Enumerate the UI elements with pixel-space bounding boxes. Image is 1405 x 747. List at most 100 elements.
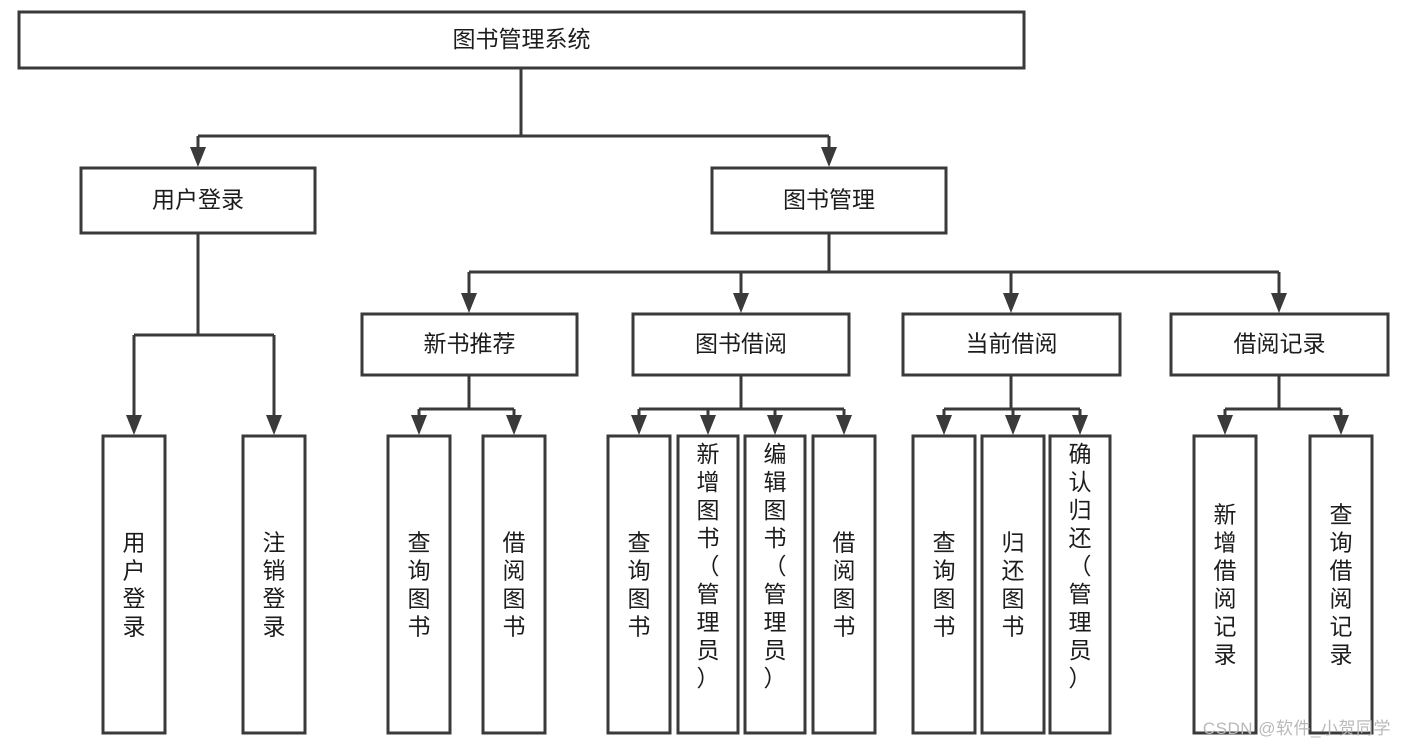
node-label-char: 管 <box>697 581 720 607</box>
node-level3-3[interactable]: 借阅记录 <box>1169 312 1390 377</box>
node-box[interactable] <box>710 166 948 235</box>
node-box[interactable] <box>811 434 877 735</box>
node-box[interactable] <box>386 434 452 735</box>
node-label-char: 辑 <box>764 469 787 495</box>
node-box[interactable] <box>101 434 167 735</box>
node-label-char: 借 <box>503 530 526 556</box>
node-box[interactable] <box>901 312 1122 377</box>
node-label-char: 录 <box>1330 642 1353 668</box>
node-label-char: 查 <box>408 530 431 556</box>
node-label-char: 书 <box>833 614 856 640</box>
node-label-char: 理 <box>764 609 787 635</box>
arrow-head <box>733 293 749 313</box>
node-label-char: 归 <box>1002 530 1025 556</box>
arrow-head <box>631 415 647 435</box>
node-label-char: 理 <box>1069 609 1092 635</box>
node-label-char: ） <box>697 665 720 691</box>
connector-layer <box>126 68 1349 435</box>
node-box[interactable] <box>241 434 307 735</box>
node-label-char: 销 <box>263 558 286 584</box>
node-label-char: 图 <box>764 497 787 523</box>
node-label-char: 归 <box>1069 497 1092 523</box>
node-label-char: 用 <box>123 530 146 556</box>
node-box[interactable] <box>1169 312 1390 377</box>
node-label-char: 查 <box>628 530 651 556</box>
arrow-head <box>1005 415 1021 435</box>
node-box[interactable] <box>743 434 807 735</box>
node-label-char: 还 <box>1069 525 1092 551</box>
node-label-char: 记 <box>1330 614 1353 640</box>
node-label-char: 新 <box>1214 502 1237 528</box>
node-label-char: 图 <box>503 586 526 612</box>
node-level3-0[interactable]: 新书推荐 <box>360 312 579 377</box>
node-box[interactable] <box>17 10 1026 70</box>
node-box[interactable] <box>606 434 672 735</box>
node-label: 用户登录 <box>152 187 244 213</box>
node-box[interactable] <box>980 434 1046 735</box>
node-label-char: 注 <box>263 530 286 556</box>
node-label-char: ） <box>764 665 787 691</box>
node-box[interactable] <box>1048 434 1112 735</box>
node-label-char: 书 <box>503 614 526 640</box>
node-label-char: 书 <box>697 525 720 551</box>
node-label-char: 还 <box>1002 558 1025 584</box>
node-label-char: 理 <box>697 609 720 635</box>
arrow-head <box>700 415 716 435</box>
node-label-char: 员 <box>697 637 720 663</box>
node-label-char: 询 <box>628 558 651 584</box>
node-level3-2[interactable]: 当前借阅 <box>901 312 1122 377</box>
csdn-watermark: CSDN @软件_小贺同学 <box>1202 719 1391 738</box>
node-box[interactable] <box>911 434 977 735</box>
node-label-char: 增 <box>1214 530 1237 556</box>
node-level2-0[interactable]: 用户登录 <box>79 166 317 235</box>
arrow-head <box>821 147 837 167</box>
node-label: 图书借阅 <box>695 331 787 357</box>
node-label-char: 户 <box>123 558 146 584</box>
node-root-0[interactable]: 图书管理系统 <box>17 10 1026 70</box>
node-level2-1[interactable]: 图书管理 <box>710 166 948 235</box>
node-label-char: 登 <box>263 586 286 612</box>
arrow-head <box>1271 293 1287 313</box>
node-label-char: 查 <box>1330 502 1353 528</box>
node-box[interactable] <box>1192 434 1258 735</box>
node-box[interactable] <box>79 166 317 235</box>
arrow-head <box>767 415 783 435</box>
node-box[interactable] <box>631 312 851 377</box>
node-label-char: 询 <box>1330 530 1353 556</box>
node-label: 新书推荐 <box>424 331 516 357</box>
node-label-char: 员 <box>1069 637 1092 663</box>
node-label-char: 登 <box>123 586 146 612</box>
node-box[interactable] <box>676 434 740 735</box>
arrow-head <box>506 415 522 435</box>
node-label: 图书管理系统 <box>453 26 591 52</box>
node-label-char: 询 <box>408 558 431 584</box>
node-leaf-0[interactable]: 用户登录 <box>101 434 167 735</box>
node-label-char: （ <box>764 553 787 579</box>
node-level3-1[interactable]: 图书借阅 <box>631 312 851 377</box>
node-box[interactable] <box>1308 434 1374 735</box>
node-label-char: （ <box>1069 553 1092 579</box>
node-label-char: 编 <box>764 441 787 467</box>
arrow-head <box>936 415 952 435</box>
node-box[interactable] <box>360 312 579 377</box>
arrow-head <box>836 415 852 435</box>
node-label-char: 记 <box>1214 614 1237 640</box>
node-label-char: 图 <box>628 586 651 612</box>
node-label-char: 借 <box>1214 558 1237 584</box>
node-box[interactable] <box>481 434 547 735</box>
node-label-char: 询 <box>933 558 956 584</box>
node-label-char: 增 <box>697 469 720 495</box>
